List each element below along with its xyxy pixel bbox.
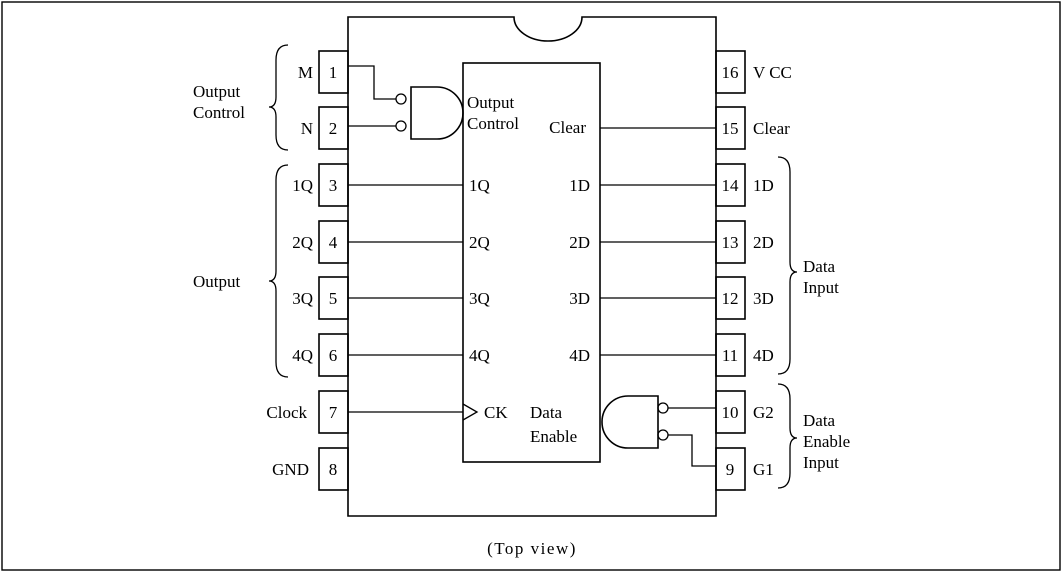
internal-3d-label: 3D (569, 289, 590, 308)
pin-number-1: 1 (329, 63, 338, 82)
pin-number-13: 13 (722, 233, 739, 252)
top-view-caption: (Top view) (487, 539, 577, 558)
pin-name-3: 1Q (292, 176, 313, 195)
data-input-brace-icon (777, 156, 798, 375)
group-labels: Output Control Output Data Input Data En… (193, 82, 850, 472)
right-wires (600, 127, 716, 467)
pin-number-4: 4 (329, 233, 338, 252)
group-data-enable-input-line3: Input (803, 453, 839, 472)
internal-data-enable-line2: Enable (530, 427, 577, 446)
pin-name-11: 4D (753, 346, 774, 365)
pin-number-16: 16 (722, 63, 739, 82)
pin-box-10 (715, 390, 746, 434)
internal-2q-label: 2Q (469, 233, 490, 252)
pin-number-15: 15 (722, 119, 739, 138)
pin-number-14: 14 (722, 176, 740, 195)
pin-name-12: 3D (753, 289, 774, 308)
left-group-braces (268, 44, 289, 378)
pin-numbers: 1 2 3 4 5 6 7 8 16 15 14 13 12 11 10 9 (329, 63, 739, 479)
output-control-brace-icon (268, 44, 289, 151)
pin-number-10: 10 (722, 403, 739, 422)
pin-box-2 (318, 106, 349, 150)
left-wires (348, 65, 463, 413)
pin-box-1 (318, 50, 349, 94)
internal-4q-label: 4Q (469, 346, 490, 365)
internal-output-control-line1: Output (467, 93, 515, 112)
internal-output-control-line2: Control (467, 114, 519, 133)
wire-pin-1 (348, 65, 396, 100)
right-pins (715, 50, 746, 491)
pin-name-14: 1D (753, 176, 774, 195)
pin-number-11: 11 (722, 346, 738, 365)
right-pin-names: V CC Clear 1D 2D 3D 4D G2 G1 (753, 63, 792, 479)
data-enable-input-brace-icon (777, 383, 798, 489)
internal-labels: Output Control Clear 1Q 2Q 3Q 4Q 1D 2D 3… (467, 93, 590, 446)
pin-number-12: 12 (722, 289, 739, 308)
internal-1q-label: 1Q (469, 176, 490, 195)
output-brace-icon (268, 164, 289, 378)
clock-input-triangle-icon (462, 403, 479, 421)
pin-name-5: 3Q (292, 289, 313, 308)
pin-number-6: 6 (329, 346, 338, 365)
group-output-control-line2: Control (193, 103, 245, 122)
pin-name-15: Clear (753, 119, 790, 138)
pin-number-2: 2 (329, 119, 338, 138)
pin-name-8: GND (272, 460, 309, 479)
group-output-label: Output (193, 272, 241, 291)
pin-number-7: 7 (329, 403, 338, 422)
pin-name-1: M (298, 63, 313, 82)
right-group-braces (777, 156, 798, 489)
pin-name-10: G2 (753, 403, 774, 422)
pin-number-3: 3 (329, 176, 338, 195)
pin-name-4: 2Q (292, 233, 313, 252)
internal-register-block (462, 62, 601, 463)
pin-box-9 (715, 447, 746, 491)
group-data-input-line1: Data (803, 257, 836, 276)
pin-name-6: 4Q (292, 346, 313, 365)
pin-number-8: 8 (329, 460, 338, 479)
left-pin-names: M N 1Q 2Q 3Q 4Q Clock GND (266, 63, 313, 479)
output-control-gate-icon (395, 86, 464, 140)
internal-3q-label: 3Q (469, 289, 490, 308)
internal-data-enable-line1: Data (530, 403, 563, 422)
group-data-input-line2: Input (803, 278, 839, 297)
data-enable-gate-icon (601, 395, 669, 449)
pin-name-2: N (301, 119, 313, 138)
pin-number-9: 9 (726, 460, 735, 479)
internal-2d-label: 2D (569, 233, 590, 252)
pin-name-9: G1 (753, 460, 774, 479)
pin-number-5: 5 (329, 289, 338, 308)
group-data-enable-input-line2: Enable (803, 432, 850, 451)
internal-1d-label: 1D (569, 176, 590, 195)
internal-clear-label: Clear (549, 118, 586, 137)
group-data-enable-input-line1: Data (803, 411, 836, 430)
pin-box-8 (318, 447, 349, 491)
group-output-control-line1: Output (193, 82, 241, 101)
internal-ck-label: CK (484, 403, 508, 422)
pin-name-13: 2D (753, 233, 774, 252)
wire-pin-9 (668, 434, 716, 467)
pin-name-7: Clock (266, 403, 307, 422)
pin-box-16 (715, 50, 746, 94)
pin-name-16: V CC (753, 63, 792, 82)
internal-4d-label: 4D (569, 346, 590, 365)
ic-package (347, 16, 717, 517)
